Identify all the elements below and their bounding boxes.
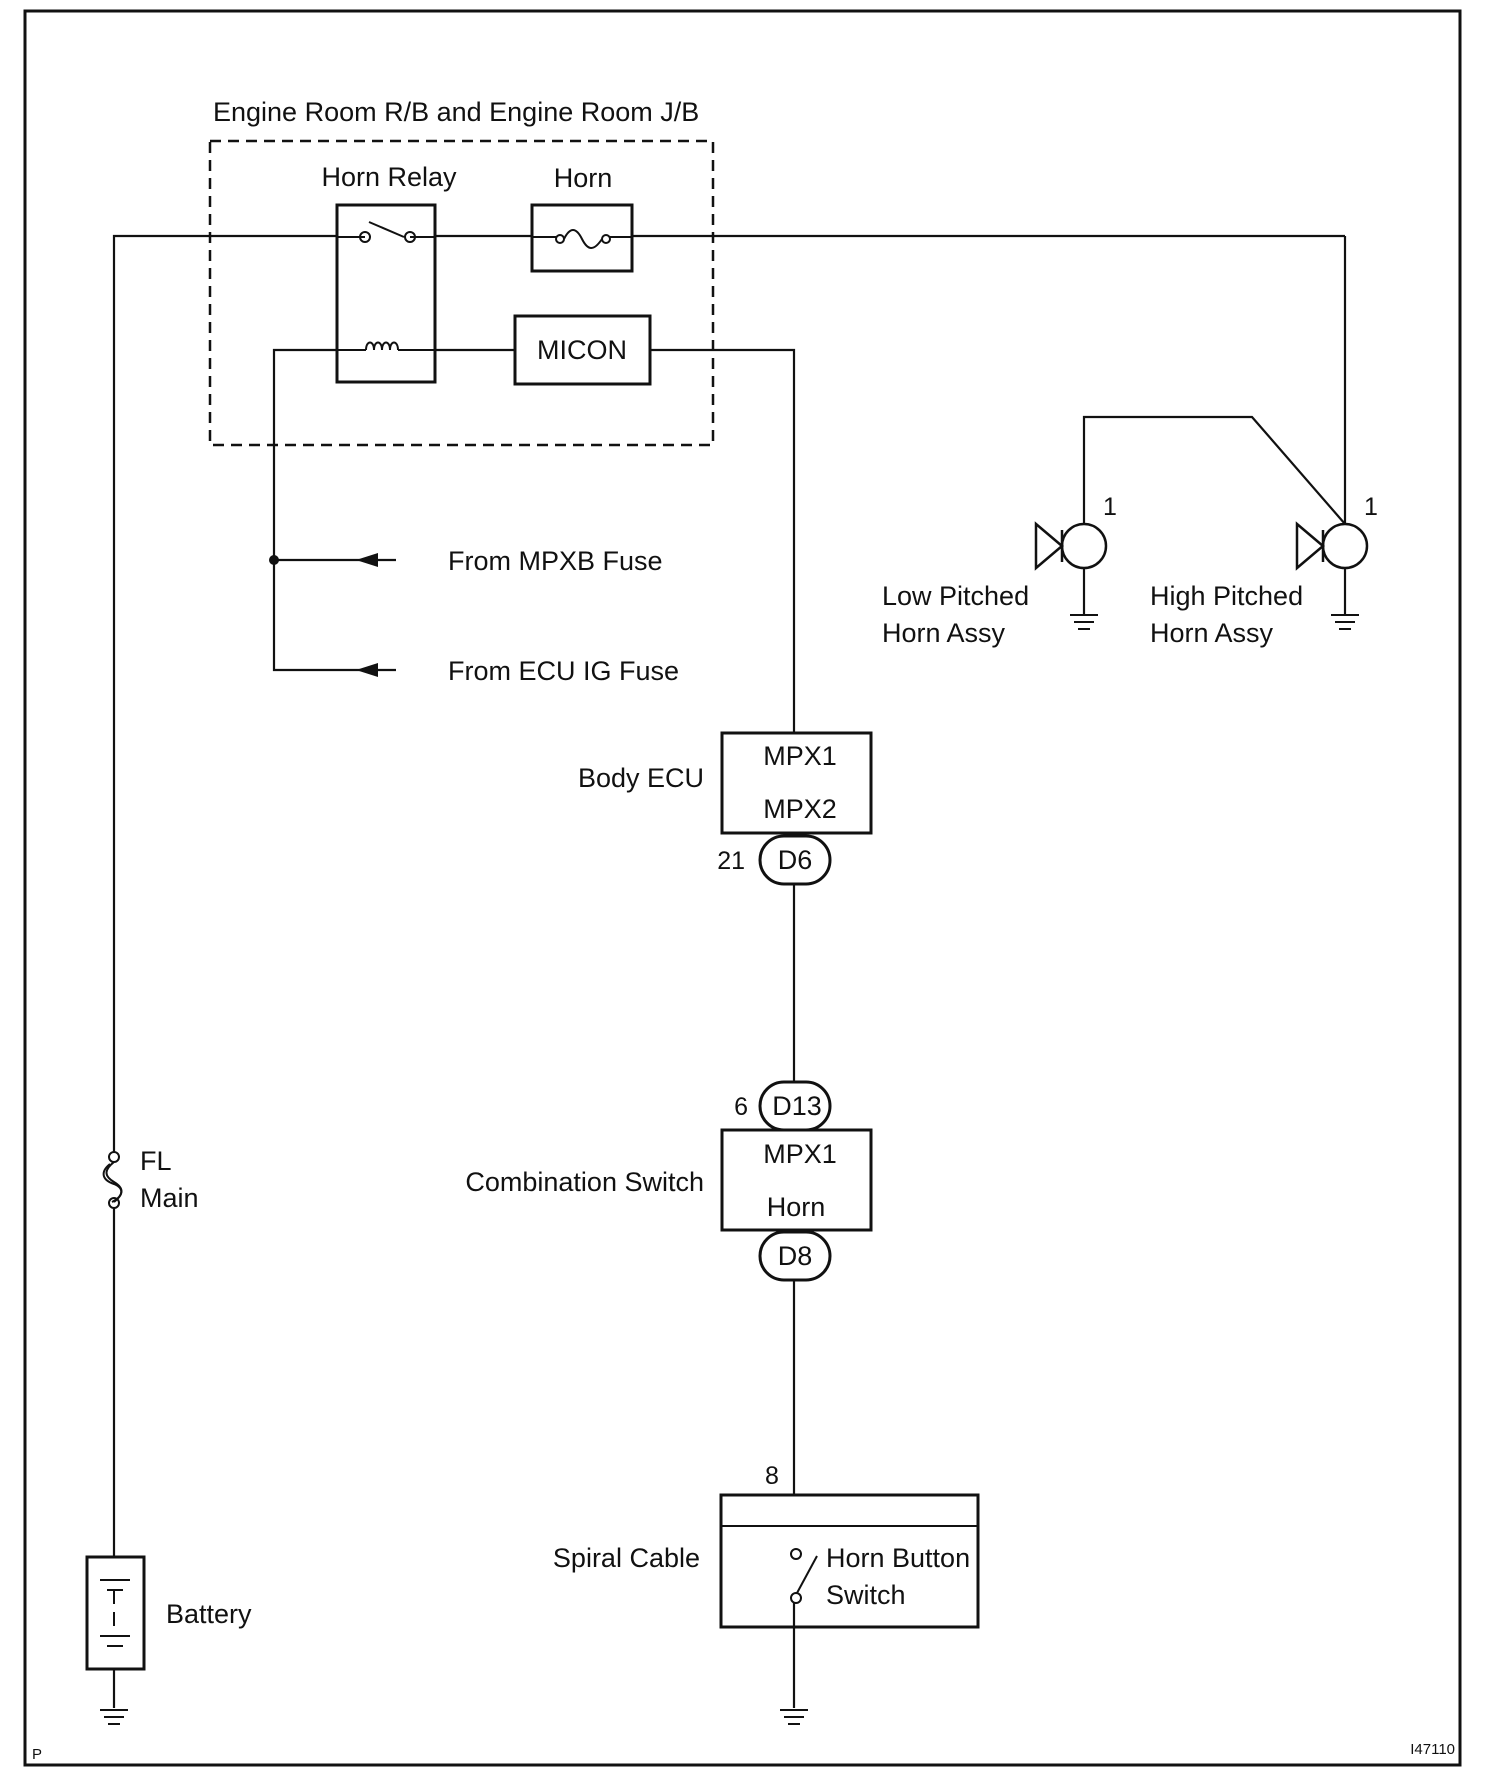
battery-block: [85, 1555, 146, 1671]
power-wire: [112, 234, 1347, 1557]
combination-switch-label: Combination Switch: [465, 1167, 704, 1197]
arrow-icon: [356, 663, 378, 677]
horn-button-switch-label: Horn Button: [826, 1543, 970, 1573]
spiral-cable-pin-number: 8: [765, 1462, 779, 1490]
fuse-fl-label: Main: [140, 1183, 199, 1213]
spiral-cable-block: [719, 1493, 980, 1629]
diagram-frame: [23, 9, 1462, 1767]
connector-d8-label: D8: [778, 1241, 813, 1271]
high-horn-label: Horn Assy: [1150, 618, 1274, 648]
combination-switch-block: [720, 1128, 873, 1232]
ground-icon: [100, 1709, 128, 1725]
horn-button-switch-icon: [790, 1548, 818, 1604]
body-ecu-label: Body ECU: [578, 763, 704, 793]
body-ecu-pin-label: MPX1: [763, 741, 837, 771]
combination-switch-pin-label: Horn: [767, 1192, 826, 1222]
battery-label: Battery: [166, 1599, 252, 1629]
body-ecu-pin-number: 21: [717, 847, 745, 875]
horn-relay: [335, 203, 437, 384]
combination-switch-pin-number: 6: [734, 1093, 748, 1121]
fuse-fl-label: FL: [140, 1146, 172, 1176]
junction-block-title: Engine Room R/B and Engine Room J/B: [213, 97, 699, 127]
low-horn-label: Horn Assy: [882, 618, 1006, 648]
connector-d6-label: D6: [778, 845, 813, 875]
body-ecu-block: [720, 731, 873, 835]
arrow-icon: [356, 553, 378, 567]
low-horn-pin: 1: [1103, 493, 1117, 521]
horn-fuse: [530, 203, 634, 273]
ground-icon: [1070, 614, 1098, 630]
junction-dot: [269, 555, 279, 565]
battery-icon: [100, 1579, 130, 1647]
connector-d13-label: D13: [772, 1091, 822, 1121]
low-horn-label: Low Pitched: [882, 581, 1029, 611]
low-horn-icon: [1034, 521, 1108, 571]
spiral-cable-label: Spiral Cable: [553, 1543, 700, 1573]
combination-switch-pin-label: MPX1: [763, 1139, 837, 1169]
ground-icon: [1331, 614, 1359, 630]
ground-icon: [780, 1709, 808, 1725]
source-ecu-ig-label: From ECU IG Fuse: [448, 656, 679, 686]
source-mpxb-label: From MPXB Fuse: [448, 546, 663, 576]
junction-block-outline: [208, 139, 715, 447]
body-ecu-pin-label: MPX2: [763, 794, 837, 824]
micon-block: [513, 314, 652, 386]
low-horn-wiring: [1082, 415, 1347, 614]
high-horn-pin: 1: [1364, 493, 1378, 521]
horn-fuse-label: Horn: [554, 163, 613, 193]
footer-left-code: P: [32, 1746, 42, 1763]
horn-relay-label: Horn Relay: [321, 162, 457, 192]
high-horn-icon: [1295, 521, 1369, 571]
high-horn-label: High Pitched: [1150, 581, 1303, 611]
footer-right-code: I47110: [1410, 1741, 1455, 1758]
fusible-link-icon: [102, 1151, 123, 1209]
micon-label: MICON: [537, 335, 627, 365]
horn-button-switch-label: Switch: [826, 1580, 906, 1610]
